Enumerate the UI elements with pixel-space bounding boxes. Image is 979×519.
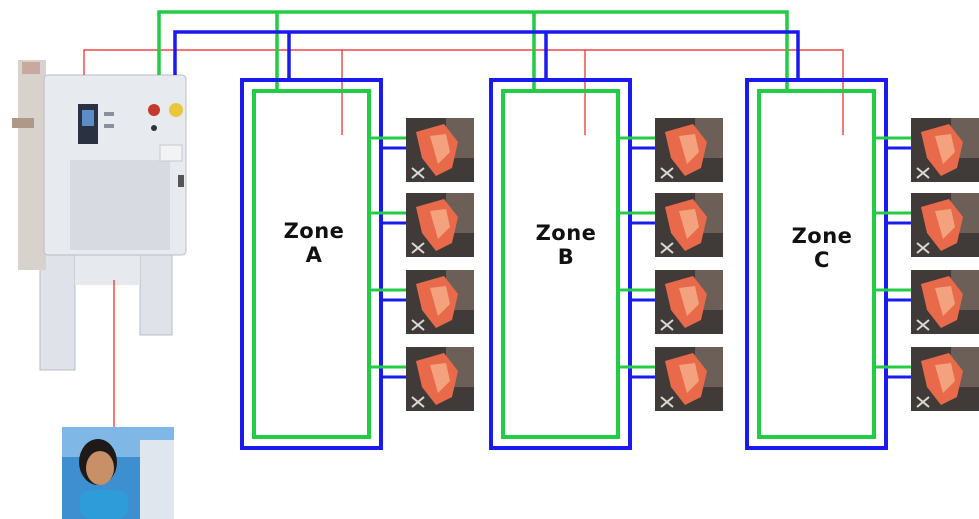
zone-b: Zone B [489,78,632,450]
zone-c-outer-frame [745,78,888,450]
zone-a: Zone A [240,78,383,450]
zone-c-letter: C [814,248,830,272]
tool-column-layer [369,118,979,411]
zone-c-inner-frame [757,89,876,439]
zone-b-outer-frame [489,78,632,450]
zone-b-inner-frame [501,89,620,439]
zone-b-letter: B [558,245,575,269]
return-line-network [173,30,800,82]
tool-icon [406,347,474,411]
tool-icon [911,193,979,257]
tool-icon [911,270,979,334]
controller-cabinet-icon [12,60,187,371]
zone-c: Zone C [745,78,888,450]
zone-a-letter: A [306,243,323,267]
tool-icon [911,347,979,411]
tool-icon [406,118,474,182]
tool-icon [655,118,723,182]
tool-icon [655,193,723,257]
tool-icon [655,270,723,334]
zone-a-outer-frame [240,78,383,450]
zone-a-inner-frame [252,89,371,439]
tool-icon [406,270,474,334]
tool-icon [911,118,979,182]
tool-icon [406,193,474,257]
zone-a-title: Zone [284,219,345,243]
operator-at-computer-icon [62,427,174,519]
tool-icon [655,347,723,411]
zone-c-title: Zone [792,224,853,248]
zone-b-title: Zone [536,221,597,245]
